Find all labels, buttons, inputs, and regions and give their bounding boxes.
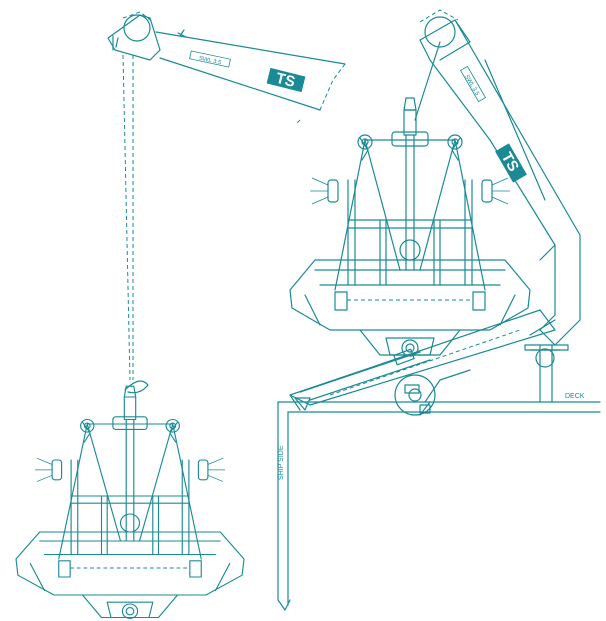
svg-text:TS: TS xyxy=(274,70,297,91)
left-rope xyxy=(122,54,134,381)
left-grab xyxy=(15,380,245,619)
right-swl-plate: SWL 3.5 xyxy=(459,65,487,103)
right-grab xyxy=(289,97,531,357)
left-swl-plate: SWL 3.5 xyxy=(189,50,231,68)
deck-label: DECK xyxy=(565,393,585,400)
svg-text:SWL 3.5: SWL 3.5 xyxy=(463,74,480,97)
right-crane-boom: SWL 3.5 TS xyxy=(289,9,581,416)
right-ts-logo: TS xyxy=(495,143,527,183)
ship-hull: DECK SHIP SIDE xyxy=(277,393,601,611)
left-ts-logo: TS xyxy=(266,67,306,93)
left-crane-boom: SWL 3.5 TS xyxy=(107,11,346,381)
svg-text:SWL 3.5: SWL 3.5 xyxy=(198,56,222,67)
ship-side-label: SHIP SIDE xyxy=(278,445,285,480)
